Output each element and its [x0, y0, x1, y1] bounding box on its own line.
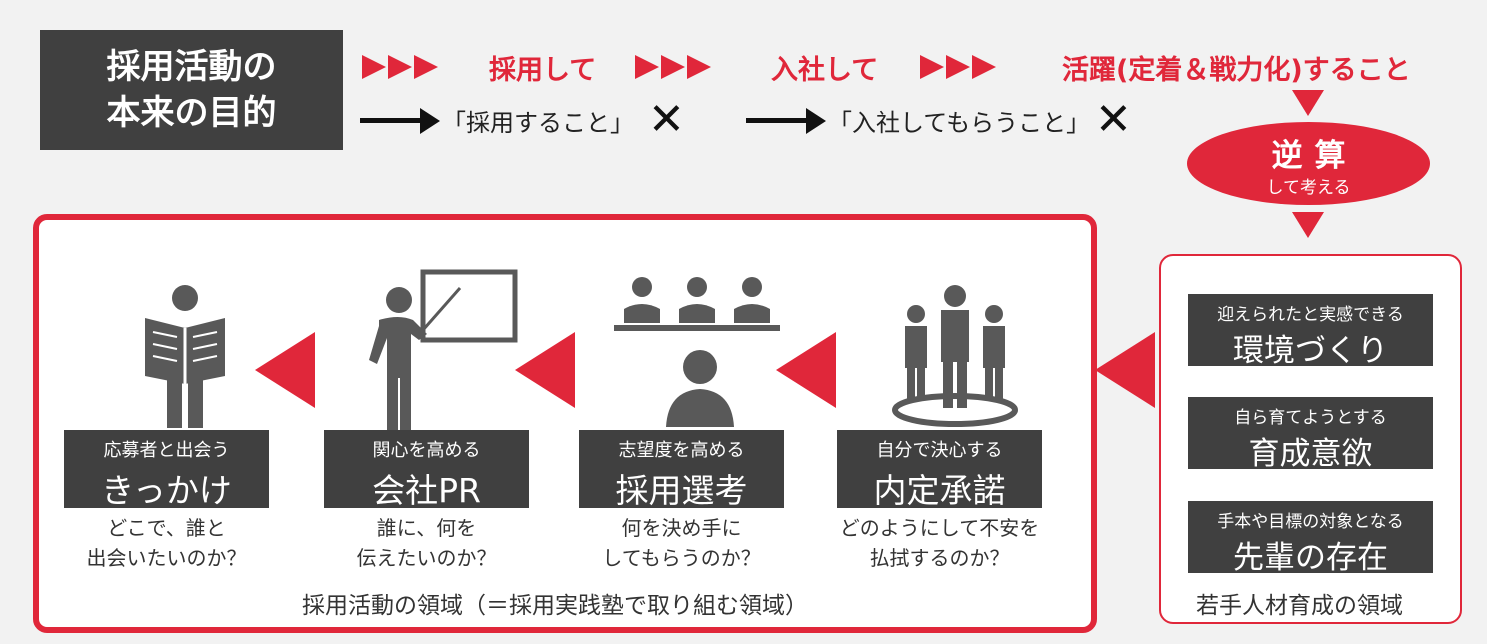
down-triangle-icon	[1292, 90, 1324, 116]
reverse-title: 逆算	[1271, 138, 1358, 174]
person-reading-newspaper-icon	[145, 285, 225, 428]
down-triangle-icon	[1292, 212, 1324, 238]
question-line: どのようにして不安を	[839, 516, 1040, 540]
stage-large: 会社PR	[372, 471, 481, 510]
stage-box-offer-acceptance: 自分で決心する 内定承諾	[837, 430, 1042, 510]
side-box-senior: 手本や目標の対象となる 先輩の存在	[1188, 501, 1433, 576]
stage-large: きっかけ	[101, 471, 232, 510]
stage-question: 何を決め手に してもらうのか？	[579, 513, 784, 573]
recruiting-area-caption: 採用活動の領域（＝採用実践塾で取り組む領域）	[302, 593, 808, 619]
stage-large: 内定承諾	[873, 471, 1006, 510]
interview-panel-icon	[614, 277, 780, 427]
reverse-ellipse: 逆算 して考える	[1187, 122, 1430, 205]
stage-question: 誰に、何を 伝えたいのか？	[324, 513, 529, 573]
step-active: 活躍(定着＆戦力化)すること	[1062, 55, 1411, 86]
question-line: どこで、誰と	[107, 516, 226, 540]
triple-arrow-icon	[920, 55, 998, 79]
step-hired: 採用して	[489, 55, 597, 86]
side-small: 手本や目標の対象となる	[1217, 512, 1404, 532]
triple-arrow-icon	[362, 55, 440, 79]
question-line: 払拭するのか？	[869, 546, 1010, 570]
presenter-board-icon	[369, 269, 518, 431]
triple-arrow-icon	[635, 55, 713, 79]
left-triangle-icon	[255, 332, 315, 408]
development-area-caption: 若手人材育成の領域	[1196, 593, 1403, 619]
wrong-goal-hire: 「採用すること」	[442, 109, 634, 137]
cross-icon: ✕	[648, 94, 685, 145]
purpose-line2: 本来の目的	[106, 93, 277, 133]
side-small: 自ら育てようとする	[1234, 408, 1387, 428]
side-box-environment: 迎えられたと実感できる 環境づくり	[1188, 294, 1433, 369]
stage-small: 応募者と出会う	[103, 440, 230, 461]
question-line: してもらうのか？	[602, 546, 761, 570]
stage-large: 採用選考	[615, 471, 748, 510]
stage-small: 志望度を高める	[618, 440, 745, 461]
stage-box-company-pr: 関心を高める 会社PR	[324, 430, 529, 510]
wrong-goal-join: 「入社してもらうこと」	[828, 109, 1091, 137]
question-line: 誰に、何を	[376, 516, 477, 540]
question-line: 出会いたいのか？	[86, 546, 247, 570]
team-circle-icon	[892, 285, 1018, 427]
arrow-right-icon	[746, 118, 808, 123]
left-triangle-icon	[1095, 332, 1155, 408]
stage-question: どのようにして不安を 払拭するのか？	[827, 513, 1052, 573]
purpose-line1: 採用活動の	[106, 47, 277, 87]
stage-box-selection: 志望度を高める 採用選考	[579, 430, 784, 510]
side-large: 先輩の存在	[1233, 540, 1388, 576]
arrow-head-icon	[420, 108, 440, 134]
question-line: 伝えたいのか？	[356, 546, 497, 570]
side-large: 育成意欲	[1248, 436, 1373, 472]
stage-small: 関心を高める	[372, 440, 481, 461]
stage-box-opportunity: 応募者と出会う きっかけ	[64, 430, 269, 510]
arrow-head-icon	[806, 108, 826, 134]
purpose-box: 採用活動の 本来の目的	[40, 30, 343, 150]
left-triangle-icon	[776, 332, 836, 408]
side-large: 環境づくり	[1233, 333, 1388, 369]
stage-question: どこで、誰と 出会いたいのか？	[64, 513, 269, 573]
arrow-right-icon	[360, 118, 422, 123]
step-joined: 入社して	[771, 55, 879, 86]
left-triangle-icon	[515, 332, 575, 408]
stage-small: 自分で決心する	[876, 440, 1003, 461]
cross-icon: ✕	[1095, 94, 1132, 145]
side-small: 迎えられたと実感できる	[1217, 305, 1404, 325]
reverse-subtitle: して考える	[1266, 178, 1351, 198]
side-box-motivation: 自ら育てようとする 育成意欲	[1188, 397, 1433, 472]
question-line: 何を決め手に	[621, 516, 742, 540]
